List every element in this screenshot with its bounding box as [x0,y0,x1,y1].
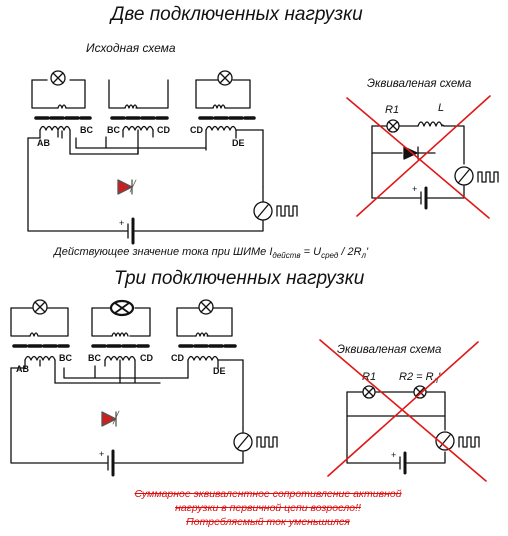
diode-icon [117,179,137,195]
lamp-icon [109,299,135,317]
inductor-icon [417,121,445,127]
primary-loop-1 [27,137,264,232]
transformer-1 [31,70,92,155]
transformer-6 [176,299,244,429]
pwm-source-icon [435,431,480,451]
formula-sub-1: действ [272,251,301,261]
lamp-icon [32,299,48,315]
coil-label-ab-1: AB [37,138,50,148]
cross-out-2 [319,339,487,482]
coil-label-cd-4: CD [171,353,184,363]
coil-label-cd-3: CD [140,353,153,363]
coil-label-cd-1: CD [157,125,170,135]
formula-end: / 2R [338,246,362,258]
equivalent-scheme-title-1: Эквиваленая схема [367,78,472,90]
battery-icon: + [412,184,428,210]
equivalent-scheme-1: + [371,119,499,210]
coil-label-bc-2: BC [107,125,120,135]
transformer-5 [91,299,151,384]
resistor-lamp-icon [386,119,400,133]
l-label: L [438,102,444,114]
coil-label-bc-4: BC [88,353,101,363]
note-line-1: Суммарное эквивалентное сопротивление ак… [134,488,402,500]
battery-icon: + [391,450,407,475]
note-line-3: Потребляемый ток уменьшился [186,516,350,528]
lamp-icon [198,299,214,315]
diode-icon [101,410,120,427]
conclusion-note: Суммарное эквивалентное сопротивление ак… [88,487,448,529]
cross-out-1 [346,95,491,219]
lamp-icon [217,70,233,86]
formula-prefix: Действующее значение тока при ШИМе I [54,246,273,258]
formula-tail: ' [366,246,369,258]
formula-mid: = U [300,246,322,258]
r1-label-1: R1 [385,104,399,116]
wiring-middle-2 [54,365,189,384]
svg-text:+: + [99,449,104,459]
coil-label-cd-2: CD [190,125,203,135]
r2-label-main: R2 = R [399,371,434,383]
svg-text:+: + [412,184,417,194]
section1-title: Две подключенных нагрузки [111,4,363,25]
battery-icon: + [99,449,115,477]
lamp-icon [50,70,66,86]
note-line-2: нагрузки в первичной цепи возросло!! [175,502,361,514]
transformer-3 [195,70,264,188]
wiring-middle-1 [69,136,207,155]
r1-label-2: R1 [362,371,376,383]
coil-label-de-2: DE [213,366,226,376]
pwm-source-icon [233,432,278,452]
coil-label-bc-1: BC [80,125,93,135]
battery-icon: + [119,217,135,245]
r2-label: R2 = Rл' [399,371,441,385]
pwm-source-icon [454,166,499,186]
formula-sub-3: л [361,251,367,261]
resistor-lamp-icon [413,385,427,399]
transformer-4 [10,299,70,384]
formula-sub-2: сред [321,251,339,261]
coil-label-bc-3: BC [59,353,72,363]
svg-text:+: + [119,218,124,228]
original-scheme-label: Исходная схема [86,41,176,55]
coil-label-de-1: DE [232,138,245,148]
svg-text:+: + [391,450,396,460]
section2-title: Три подключенных нагрузки [114,268,365,289]
primary-loop-2 [10,367,244,464]
pwm-source-icon [253,201,298,221]
coil-label-ab-2: AB [16,364,29,374]
transformer-2 [108,79,169,155]
resistor-lamp-icon [362,385,376,399]
equivalent-scheme-title-2: Эквиваленая схема [337,344,442,356]
rms-current-formula: Действующее значение тока при ШИМе Iдейс… [54,246,368,260]
